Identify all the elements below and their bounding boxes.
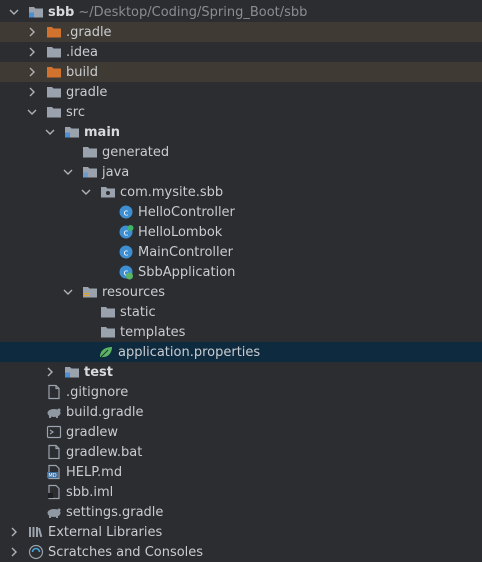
tree-node-label: static (120, 304, 156, 320)
module-file-icon (46, 484, 62, 500)
tree-node-label: sbb.iml (66, 484, 114, 500)
chevron-right-icon[interactable] (8, 546, 20, 558)
tree-node-idea[interactable]: .idea (0, 42, 482, 62)
tree-node-generated[interactable]: generated (0, 142, 482, 162)
tree-node-scratches[interactable]: Scratches and Consoles (0, 542, 482, 562)
tree-node-gradlew[interactable]: gradlew (0, 422, 482, 442)
tree-node-external-libraries[interactable]: External Libraries (0, 522, 482, 542)
tree-node-resources[interactable]: resources (0, 282, 482, 302)
class-icon (118, 244, 134, 260)
folder-icon (46, 84, 62, 100)
folder-icon (46, 24, 62, 40)
tree-node-package[interactable]: com.mysite.sbb (0, 182, 482, 202)
markdown-icon (46, 464, 62, 480)
tree-node-label: HelloController (138, 204, 235, 220)
tree-node-label: java (102, 164, 130, 180)
tree-node-test[interactable]: test (0, 362, 482, 382)
package-icon (100, 184, 116, 200)
gradle-elephant-icon (46, 504, 62, 520)
chevron-right-icon[interactable] (26, 26, 38, 38)
tree-node-label: SbbApplication (138, 264, 236, 280)
tree-node-label: src (66, 104, 85, 120)
tree-node-java[interactable]: java (0, 162, 482, 182)
tree-node-class[interactable]: HelloLombok (0, 222, 482, 242)
chevron-down-icon[interactable] (8, 6, 20, 18)
tree-node-gradle[interactable]: gradle (0, 82, 482, 102)
tree-node-main[interactable]: main (0, 122, 482, 142)
chevron-down-icon[interactable] (62, 286, 74, 298)
tree-node-label: .gitignore (66, 384, 129, 400)
tree-node-label: MainController (138, 244, 233, 260)
tree-node-label: generated (102, 144, 170, 160)
folder-icon (46, 44, 62, 60)
project-path: ~/Desktop/Coding/Spring_Boot/sbb (78, 4, 308, 20)
tree-node-help-md[interactable]: HELP.md (0, 462, 482, 482)
file-icon (46, 384, 62, 400)
chevron-down-icon[interactable] (26, 106, 38, 118)
module-folder-icon (28, 4, 44, 20)
tree-node-build[interactable]: build (0, 62, 482, 82)
tree-node-sbb-iml[interactable]: sbb.iml (0, 482, 482, 502)
chevron-down-icon[interactable] (62, 166, 74, 178)
class-icon (118, 204, 134, 220)
chevron-down-icon[interactable] (80, 186, 92, 198)
tree-node-label: main (84, 124, 121, 140)
chevron-right-icon[interactable] (26, 86, 38, 98)
class-icon (118, 224, 134, 240)
spring-boot-class-icon (118, 264, 134, 280)
tree-node-label: application.properties (118, 344, 261, 360)
resources-folder-icon (82, 284, 98, 300)
tree-node-settings-gradle[interactable]: settings.gradle (0, 502, 482, 522)
tree-node-src[interactable]: src (0, 102, 482, 122)
tree-node-templates[interactable]: templates (0, 322, 482, 342)
tree-node-label: .idea (66, 44, 98, 60)
tree-node-label: gradlew.bat (66, 444, 143, 460)
tree-node-class[interactable]: HelloController (0, 202, 482, 222)
scratches-icon (28, 544, 44, 560)
chevron-right-icon[interactable] (44, 366, 56, 378)
terminal-icon (46, 424, 62, 440)
chevron-right-icon[interactable] (26, 46, 38, 58)
source-folder-icon (82, 164, 98, 180)
tree-node-class[interactable]: MainController (0, 242, 482, 262)
tree-node-label: build.gradle (66, 404, 144, 420)
folder-icon (100, 324, 116, 340)
chevron-down-icon[interactable] (44, 126, 56, 138)
tree-node-label: Scratches and Consoles (48, 544, 204, 560)
tree-node-application-properties[interactable]: application.properties (0, 342, 482, 362)
tree-node-static[interactable]: static (0, 302, 482, 322)
chevron-right-icon[interactable] (26, 66, 38, 78)
tree-node-label: test (84, 364, 113, 380)
tree-node-gradlew-bat[interactable]: gradlew.bat (0, 442, 482, 462)
file-icon (46, 444, 62, 460)
folder-icon (82, 144, 98, 160)
tree-node-label: build (66, 64, 98, 80)
spring-leaf-icon (98, 344, 114, 360)
folder-icon (100, 304, 116, 320)
project-name: sbb (48, 4, 75, 20)
tree-node-label: gradlew (66, 424, 119, 440)
tree-node-label: HelloLombok (138, 224, 223, 240)
tree-node-gradle-hidden[interactable]: .gradle (0, 22, 482, 42)
tree-node-build-gradle[interactable]: build.gradle (0, 402, 482, 422)
tree-node-label: .gradle (66, 24, 112, 40)
tree-node-label: com.mysite.sbb (120, 184, 224, 200)
tree-node-label: resources (102, 284, 166, 300)
tree-node-label: gradle (66, 84, 108, 100)
tree-node-gitignore[interactable]: .gitignore (0, 382, 482, 402)
tree-node-label: HELP.md (66, 464, 123, 480)
tree-node-label: settings.gradle (66, 504, 164, 520)
gradle-elephant-icon (46, 404, 62, 420)
folder-icon (46, 104, 62, 120)
chevron-right-icon[interactable] (8, 526, 20, 538)
tree-node-class[interactable]: SbbApplication (0, 262, 482, 282)
tree-node-project-root[interactable]: sbb ~/Desktop/Coding/Spring_Boot/sbb (0, 2, 482, 22)
folder-icon (46, 64, 62, 80)
module-folder-icon (64, 124, 80, 140)
module-folder-icon (64, 364, 80, 380)
tree-node-label: templates (120, 324, 186, 340)
libraries-icon (28, 524, 44, 540)
tree-node-label: External Libraries (48, 524, 163, 540)
